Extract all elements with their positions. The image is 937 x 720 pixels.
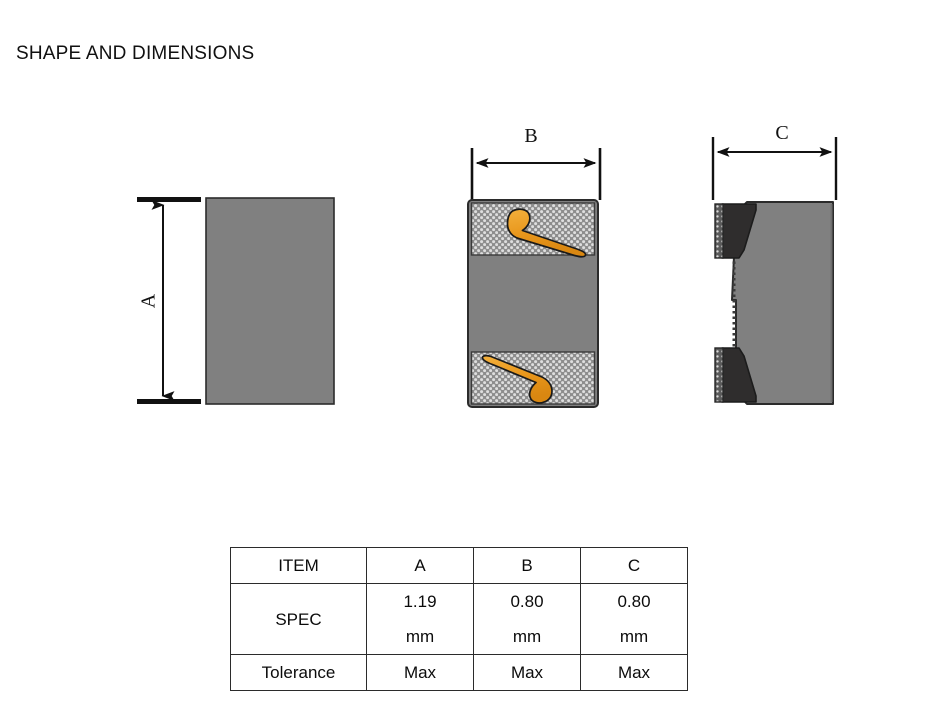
top-view-pad-upper [470,202,596,256]
spec-b-value: 0.80 [510,592,544,611]
dimension-label-b: B [524,125,537,147]
spec-c-unit: mm [619,627,649,646]
spec-c-value: 0.80 [617,592,651,611]
top-view-lead-lower [481,354,553,404]
table-header-item: ITEM [230,547,367,584]
spec-a-unit: mm [405,627,435,646]
table-header-a: A [366,547,474,584]
table-cell-tolerance-b: Max [473,654,581,691]
table-row-header: ITEM A B C [230,547,688,584]
table-cell-spec-c: 0.80 mm [580,583,688,655]
spec-b-unit: mm [512,627,542,646]
table-cell-tolerance-a: Max [366,654,474,691]
table-row-spec: SPEC 1.19 mm 0.80 mm 0.80 mm [230,583,688,655]
table-header-b: B [473,547,581,584]
side-view-terminal-upper-edge [714,203,724,259]
spec-a-value: 1.19 [403,592,437,611]
table-row-tolerance: Tolerance Max Max Max [230,654,688,691]
table-label-tolerance: Tolerance [230,654,367,691]
dimension-label-a: A [138,293,160,308]
top-view: B [467,125,602,408]
side-view: C [711,122,838,405]
dimension-label-c: C [775,122,788,144]
table-cell-tolerance-c: Max [580,654,688,691]
front-view: A [137,197,335,405]
spec-table: ITEM A B C SPEC 1.19 mm 0.80 mm 0.80 mm [230,547,688,691]
side-view-terminal-lower-edge [714,347,724,403]
front-view-body [205,197,335,405]
spec-table-container: ITEM A B C SPEC 1.19 mm 0.80 mm 0.80 mm [230,547,688,691]
table-header-c: C [580,547,688,584]
top-view-lead-upper [506,208,587,258]
table-cell-spec-b: 0.80 mm [473,583,581,655]
page-title: SHAPE AND DIMENSIONS [16,43,255,64]
table-label-spec: SPEC [230,583,367,655]
technical-drawing-area: A B C [137,122,838,408]
table-cell-spec-a: 1.19 mm [366,583,474,655]
